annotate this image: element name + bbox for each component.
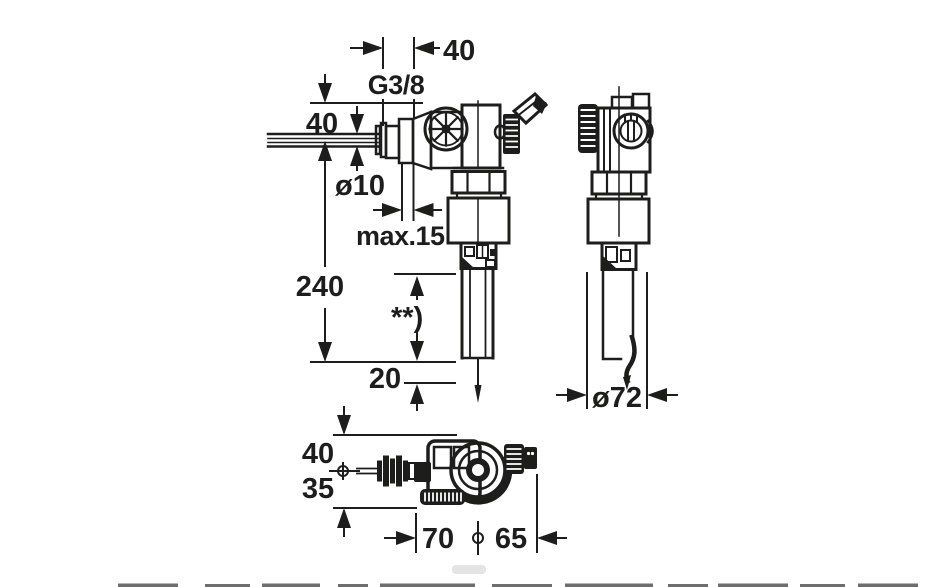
dim-inlet-diameter-label: ø10 bbox=[335, 170, 385, 202]
dim-bottom-clearance: 20 bbox=[369, 363, 456, 411]
plan-dome-circles bbox=[449, 441, 507, 499]
front-view-drawing bbox=[266, 91, 549, 403]
dim-footnote-label: **) bbox=[391, 302, 423, 334]
dim-body-diameter: ø72 bbox=[556, 272, 678, 414]
arrowhead-right-icon bbox=[382, 203, 402, 217]
dim-top-width: 40 bbox=[350, 35, 475, 126]
plan-inlet-barbs bbox=[377, 455, 408, 487]
top-lug-right bbox=[631, 92, 651, 110]
dim-max-wall-label: max.15 bbox=[356, 221, 445, 251]
dim-footnote: **) bbox=[391, 273, 456, 361]
inlet-connector-nut bbox=[384, 110, 433, 171]
knurled-knob-front bbox=[503, 114, 520, 154]
arrowhead-left-icon bbox=[414, 41, 434, 55]
arrowhead-up-icon bbox=[350, 146, 364, 166]
dim-plan-width-left-label: 70 bbox=[422, 523, 454, 555]
plan-center-axis-marker bbox=[472, 521, 484, 555]
plan-inlet-stem bbox=[356, 467, 379, 475]
dim-plan-width-right-label: 65 bbox=[495, 523, 527, 555]
arrowhead-down-icon bbox=[350, 114, 364, 134]
hose-hook bbox=[624, 334, 637, 384]
knurled-knob-side bbox=[578, 104, 598, 153]
dim-bottom-clearance-label: 20 bbox=[369, 363, 401, 395]
inlet-pipe bbox=[266, 132, 380, 148]
clip-shank-front bbox=[459, 241, 498, 270]
cropped-text-strip bbox=[118, 583, 918, 587]
dim-top-width-label: 40 bbox=[443, 35, 475, 67]
dim-inlet-thread-label: G3/8 bbox=[368, 70, 425, 100]
needle-tip bbox=[474, 357, 482, 403]
knob-stem-side bbox=[603, 107, 611, 173]
dim-body-diameter-label: ø72 bbox=[592, 382, 642, 414]
arrowhead-down-icon bbox=[318, 342, 332, 362]
plan-view-drawing bbox=[356, 439, 537, 505]
arrowhead-up-icon bbox=[318, 141, 332, 161]
lever-pivot-ring bbox=[612, 112, 654, 150]
valve-body bbox=[460, 103, 502, 170]
plan-window-left bbox=[432, 445, 453, 470]
dim-plan-lower-offset-label: 35 bbox=[302, 473, 334, 505]
hex-nut-front bbox=[450, 170, 507, 195]
valve-tube-side bbox=[601, 268, 637, 390]
plan-ribbed-bar bbox=[420, 489, 465, 505]
arrowhead-up-icon bbox=[410, 384, 424, 404]
side-view-drawing bbox=[578, 86, 654, 390]
knurled-knob-plan bbox=[504, 444, 537, 474]
valve-tube-front bbox=[460, 267, 495, 360]
dim-max-wall-thickness: max.15 bbox=[356, 162, 446, 251]
arrowhead-down-icon bbox=[410, 341, 424, 361]
dim-inlet-height: 40 bbox=[306, 74, 423, 161]
plan-centerline-marker bbox=[329, 462, 360, 480]
dim-plan-offsets: 40 35 bbox=[302, 406, 457, 537]
watermark bbox=[452, 565, 486, 574]
inlet-washer bbox=[374, 124, 382, 156]
arrowhead-down-icon bbox=[318, 83, 332, 103]
arrowhead-right-icon bbox=[567, 388, 587, 402]
dim-total-height-label: 240 bbox=[296, 271, 344, 303]
dim-plan-widths: 70 65 bbox=[384, 474, 567, 555]
float-lever-arm bbox=[511, 91, 549, 126]
arrowhead-up-icon bbox=[337, 508, 351, 528]
dim-total-height: 240 bbox=[296, 161, 456, 363]
arrowhead-down-icon bbox=[337, 415, 351, 435]
top-lug-left bbox=[610, 95, 634, 110]
dim-inlet-diameter: ø10 bbox=[335, 106, 385, 202]
arrowhead-right-icon bbox=[396, 531, 416, 545]
arrowhead-left-icon bbox=[647, 388, 667, 402]
clip-shank-side bbox=[600, 241, 638, 271]
arrowhead-up-icon bbox=[410, 276, 424, 296]
arrowhead-left-icon bbox=[537, 531, 557, 545]
dim-inlet-height-label: 40 bbox=[306, 108, 338, 140]
arrowhead-left-icon bbox=[413, 203, 434, 217]
dim-plan-upper-offset-label: 40 bbox=[302, 438, 334, 470]
arrowhead-right-icon bbox=[363, 41, 383, 55]
